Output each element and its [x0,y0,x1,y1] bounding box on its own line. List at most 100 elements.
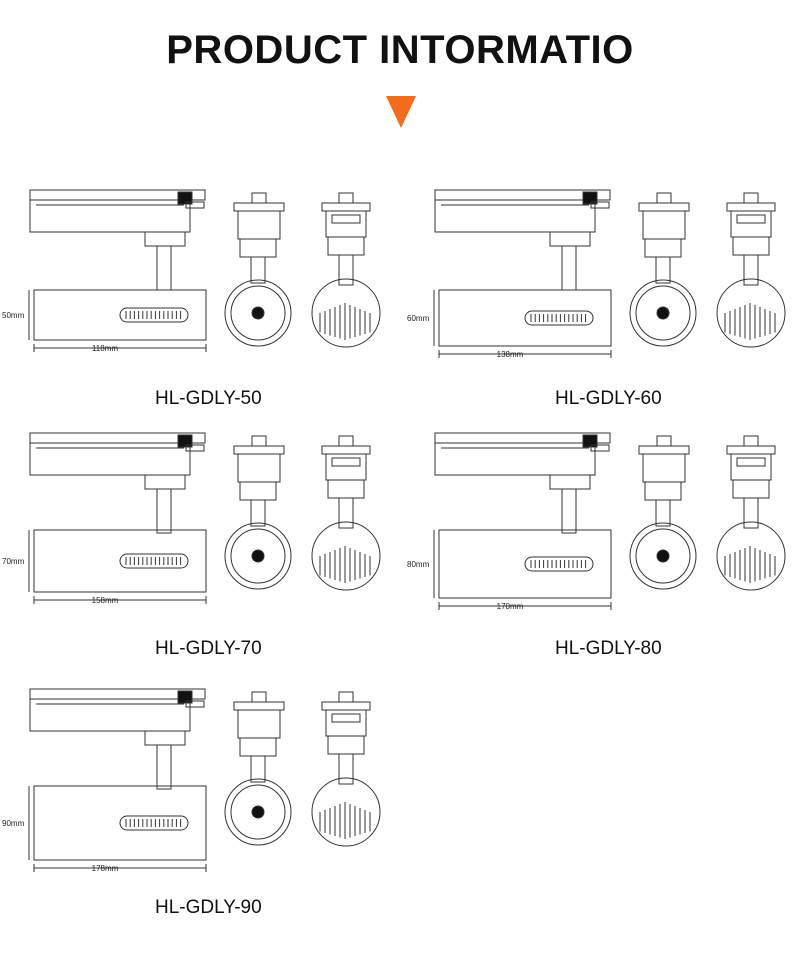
neck-block [144,730,186,746]
lamp-body [438,529,612,599]
adapter-lever [590,201,610,209]
rear-cap [743,192,759,204]
rear-lamp [311,777,381,847]
model-name: HL-GDLY-60 [555,388,662,409]
vent-slot [119,553,189,569]
side-view [28,688,207,872]
width-dimension: 138mm [497,350,524,359]
lamp-body [438,289,612,347]
front-cap [656,435,672,447]
width-dimension: 118mm [92,344,118,353]
front-neck [644,481,682,501]
rear-neck [327,735,365,755]
front-lamp-ring [230,285,286,341]
adapter-clip [177,191,193,205]
front-view [629,435,697,590]
neck-block [144,474,186,490]
width-dimension: 158mm [92,596,119,605]
stem [156,488,172,534]
lens-icon [251,805,265,819]
lens-icon [656,306,670,320]
track-adapter [29,442,191,476]
front-head [638,202,690,212]
rear-lamp [311,521,381,591]
front-lamp [629,279,697,347]
rear-label [331,713,361,723]
vent-slot [524,310,594,326]
front-lamp-ring [230,528,286,584]
rear-view [716,435,786,591]
front-adapter [237,709,281,739]
rear-stem [743,254,759,286]
track-adapter [434,442,596,476]
stem [156,245,172,291]
rear-stem [338,497,354,529]
rear-lamp [716,521,786,591]
rear-cap [338,192,354,204]
front-neck [644,238,682,258]
rear-neck [732,236,770,256]
rear-neck [327,479,365,499]
track-adapter [29,698,191,732]
front-head [233,202,285,212]
rear-head [726,445,776,455]
adapter-lever [590,444,610,452]
side-view [433,189,612,358]
lamp-body [33,289,207,341]
rear-label [331,457,361,467]
rear-neck [327,236,365,256]
side-view [433,432,612,610]
rear-neck [732,479,770,499]
rear-cap [338,435,354,447]
adapter-clip [582,191,598,205]
rear-stem [743,497,759,529]
rear-lamp [311,278,381,348]
rear-label [331,214,361,224]
lamp-body [33,785,207,861]
front-view [224,435,292,590]
front-head [233,445,285,455]
rear-label [736,214,766,224]
front-neck [239,737,277,757]
front-lamp [629,522,697,590]
rear-view [311,435,381,591]
front-head [233,701,285,711]
neck-block [549,231,591,247]
height-dimension: 50mm [2,311,25,320]
height-dimension: 90mm [2,819,25,828]
adapter-clip [177,690,193,704]
front-view [224,691,292,846]
width-dimension: 178mm [92,864,119,873]
front-view [224,192,292,347]
rear-cap [743,435,759,447]
rear-view [716,192,786,348]
rear-head [321,202,371,212]
rear-label [736,457,766,467]
rear-head [321,445,371,455]
rear-stem [338,753,354,785]
page-title: PRODUCT INTORMATIO [166,28,634,72]
front-adapter [237,453,281,483]
track-adapter [434,199,596,233]
height-dimension: 60mm [407,314,430,323]
front-neck [239,481,277,501]
front-lamp [224,522,292,590]
front-adapter [642,210,686,240]
front-stem [655,256,671,284]
track-adapter [29,199,191,233]
adapter-lever [185,201,205,209]
adapter-lever [185,444,205,452]
front-lamp-ring [230,784,286,840]
front-lamp-ring [635,528,691,584]
stem [561,488,577,534]
front-cap [251,691,267,703]
lens-icon [251,306,265,320]
front-cap [251,435,267,447]
stem [156,744,172,790]
front-lamp [224,778,292,846]
